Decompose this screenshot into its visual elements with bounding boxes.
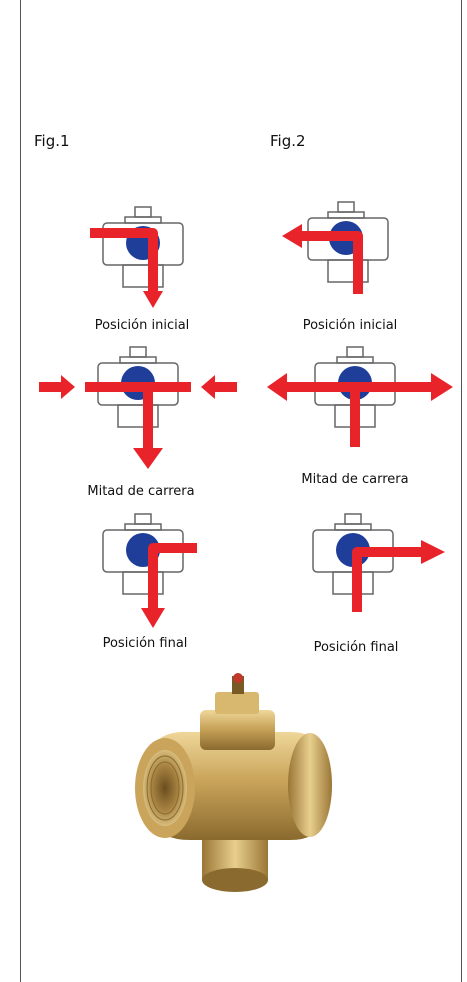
left-margin-rule [20,0,21,982]
fig2-valve-initial [282,201,389,294]
brass-valve-photo [135,673,332,892]
fig2-caption-initial: Posición inicial [302,318,398,333]
fig1-title: Fig.1 [34,132,70,150]
fig1-caption-mid: Mitad de carrera [87,484,195,499]
fig2-valve-mid [267,346,453,447]
fig1-caption-final: Posición final [102,636,188,651]
fig1-valve-final [102,513,197,628]
fig2-valve-final [312,513,445,612]
fig2-title: Fig.2 [270,132,306,150]
fig2-caption-mid: Mitad de carrera [301,472,409,487]
fig1-valve-mid [39,346,237,469]
fig1-valve-initial [90,206,184,308]
fig2-caption-final: Posición final [313,640,399,655]
fig1-caption-initial: Posición inicial [94,318,190,333]
right-margin-rule [461,0,462,982]
